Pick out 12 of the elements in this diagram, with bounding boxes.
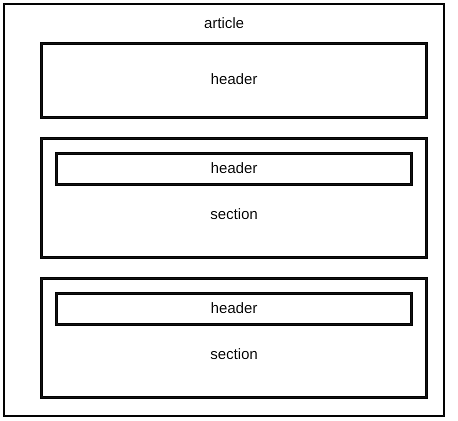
header-box [55, 152, 413, 186]
section-box [40, 277, 428, 399]
header-box [55, 292, 413, 326]
box-label: section [210, 346, 258, 364]
box-label: article [204, 15, 244, 33]
box-label: header [210, 71, 258, 89]
article-box [3, 3, 445, 417]
box-label: header [210, 300, 258, 318]
section-box [40, 137, 428, 259]
box-label: section [210, 206, 258, 224]
box-label: header [210, 160, 258, 178]
header-box [40, 42, 428, 119]
